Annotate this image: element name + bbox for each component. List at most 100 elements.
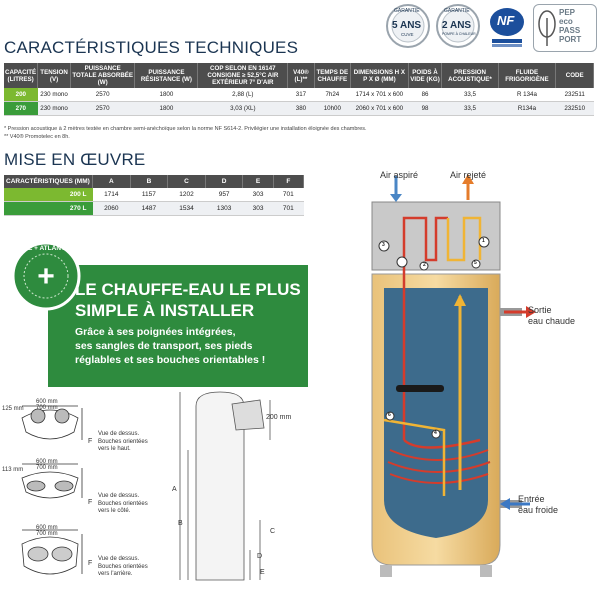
spec-cell: 200 [4,88,38,102]
view2-dim2: 600 mm [36,459,58,465]
side-dim-a: A [172,486,177,493]
component-number-3: 3 [382,242,385,248]
refrigerant-line-cold [446,216,482,262]
view2-caption: Vue de dessus. Bouches orientées vers le… [98,493,148,516]
spec-header: FLUIDE FRIGORIGÈNE [498,63,557,88]
heat-flow-line [383,418,446,496]
view3-caption: Vue de dessus. Bouches orientées vers l'… [98,556,148,579]
spec-cell: 10h00 [314,101,351,116]
mise-cell: 2060 [92,201,131,216]
spec-cell: 2570 [70,101,135,116]
banner-body-1: Grâce à ses poignées intégrées, [75,326,236,338]
spec-cell: 98 [408,101,442,116]
spec-cell: 270 [4,101,38,116]
mise-cell: 1534 [167,201,206,216]
top-view-2-vent-left [26,480,46,492]
view1-caption-l3: vers le haut. [98,446,131,452]
spec-header: TENSION (V) [37,63,71,88]
entree-label-2: eau froide [518,505,559,515]
banner-body-2: ses sangles de transport, ses pieds [75,340,253,352]
mise-table: CARACTÉRISTIQUES (MM) A B C D E F 200 L … [4,175,305,216]
mise-cell: 200 L [4,188,93,202]
side-dim-f3: F [88,560,93,567]
component-fan-marker [396,256,408,268]
view3-dim2: 600 mm [36,525,58,531]
cold-in-arrowhead [500,498,510,510]
section-title-caracteristiques: CARACTÉRISTIQUES TECHNIQUES [4,38,299,57]
spec-cell: 2570 [70,88,135,102]
spec-cell: 7h24 [314,88,351,102]
banner-headline-1: LE CHAUFFE-EAU LE PLUS [75,280,301,299]
air-out-arrowhead [462,174,474,184]
banner-headline-2: SIMPLE À INSTALLER [75,301,255,320]
view2-dim1: 113 mm [2,467,24,473]
mise-header: B [130,175,169,188]
side-view-sketch [179,391,271,581]
mise-header: CARACTÉRISTIQUES (MM) [4,175,93,188]
top-view-3-vent-right [51,546,73,562]
view3-caption-l3: vers l'arrière. [98,571,133,577]
mise-header-row: CARACTÉRISTIQUES (MM) A B C D E F [4,175,305,188]
atlantic-plus-badge-icon: + [11,241,81,311]
top-view-1-vent-left [30,408,46,424]
side-dim-d: D [257,553,263,560]
tree-icon [538,10,556,46]
mise-header: C [167,175,206,188]
atlantic-badge-text: LE + ATLANTIC [24,245,72,252]
banner-headline: LE CHAUFFE-EAU LE PLUS SIMPLE À INSTALLE… [75,279,301,321]
mise-cell: 303 [242,201,274,216]
mise-cell: 303 [242,188,274,202]
spec-header-row: CAPACITÉ (LITRES) TENSION (V) PUISSANCE … [4,63,594,88]
component-number-4: 4 [434,430,437,436]
hot-water-arrowhead [454,294,466,306]
electric-resistance [396,385,444,392]
spec-header: TEMPS DE CHAUFFE [314,63,352,88]
view2-dim3: 700 mm [36,465,58,471]
spec-cell: 2,88 (L) [197,88,288,102]
mise-cell: 1157 [130,188,168,202]
side-dim-top: 200 mm [266,414,292,421]
pep-l4: PORT [559,35,582,44]
sortie-label: Sortie eau chaude [528,305,575,327]
spec-cell: 317 [287,88,315,102]
hot-out-arrowhead [526,306,536,318]
spec-cell: 33,5 [441,88,499,102]
view1-dim3: 700 mm [36,405,58,411]
guarantee-badge-icon [436,4,480,48]
top-view-3-vent-left [27,546,49,562]
pep-l3: PASS [559,26,581,35]
component-6-marker [385,411,395,421]
spec-header: DIMENSIONS H X P X Ø (MM) [350,63,409,88]
pep-l1: PEP [559,8,576,17]
side-dim-e: E [260,569,265,576]
spec-row: 270 230 mono 2570 1800 3,03 (XL) 380 10h… [4,101,594,116]
tank-foot-left [380,565,392,577]
spec-header: CODE [555,63,594,88]
sortie-label-1: Sortie [528,305,552,315]
side-view-vent [231,399,265,431]
view1-caption-l2: Bouches orientées [98,438,148,445]
section-title-mise: MISE EN ŒUVRE [4,150,146,169]
spec-header: PRESSION ACOUSTIQUE* [441,63,499,88]
guarantee-badge-icon [386,4,430,48]
mise-cell: 1303 [205,201,243,216]
mise-header: F [273,175,305,188]
heat-pump-diagram [371,174,536,577]
side-dim-c: C [270,528,276,535]
nf-logo: NF [486,5,528,49]
tank-foot-right [480,565,492,577]
entree-label: Entrée eau froide [518,494,558,516]
atlantic-plus-badge: + LE + ATLANTIC [10,240,82,312]
coil-lines [387,449,491,484]
mise-row: 270 L 2060 1487 1534 1303 303 701 [4,201,304,216]
spec-cell: 232511 [555,88,594,102]
view3-caption-l2: Bouches orientées [98,563,148,570]
spec-header: COP SELON EN 16147 CONSIGNE ≥ 52,5°C AIR… [197,63,289,88]
feature-banner: LE CHAUFFE-EAU LE PLUS SIMPLE À INSTALLE… [48,265,308,387]
spec-header: V40® (L)** [287,63,315,88]
air-rejete-label: Air rejeté [450,170,487,180]
spec-note-2: ** V40® Promotelec en 8h. [4,134,70,140]
component-number-2: 2 [423,262,426,268]
spec-cell: 33,5 [441,101,499,116]
mise-cell: 701 [273,201,304,216]
